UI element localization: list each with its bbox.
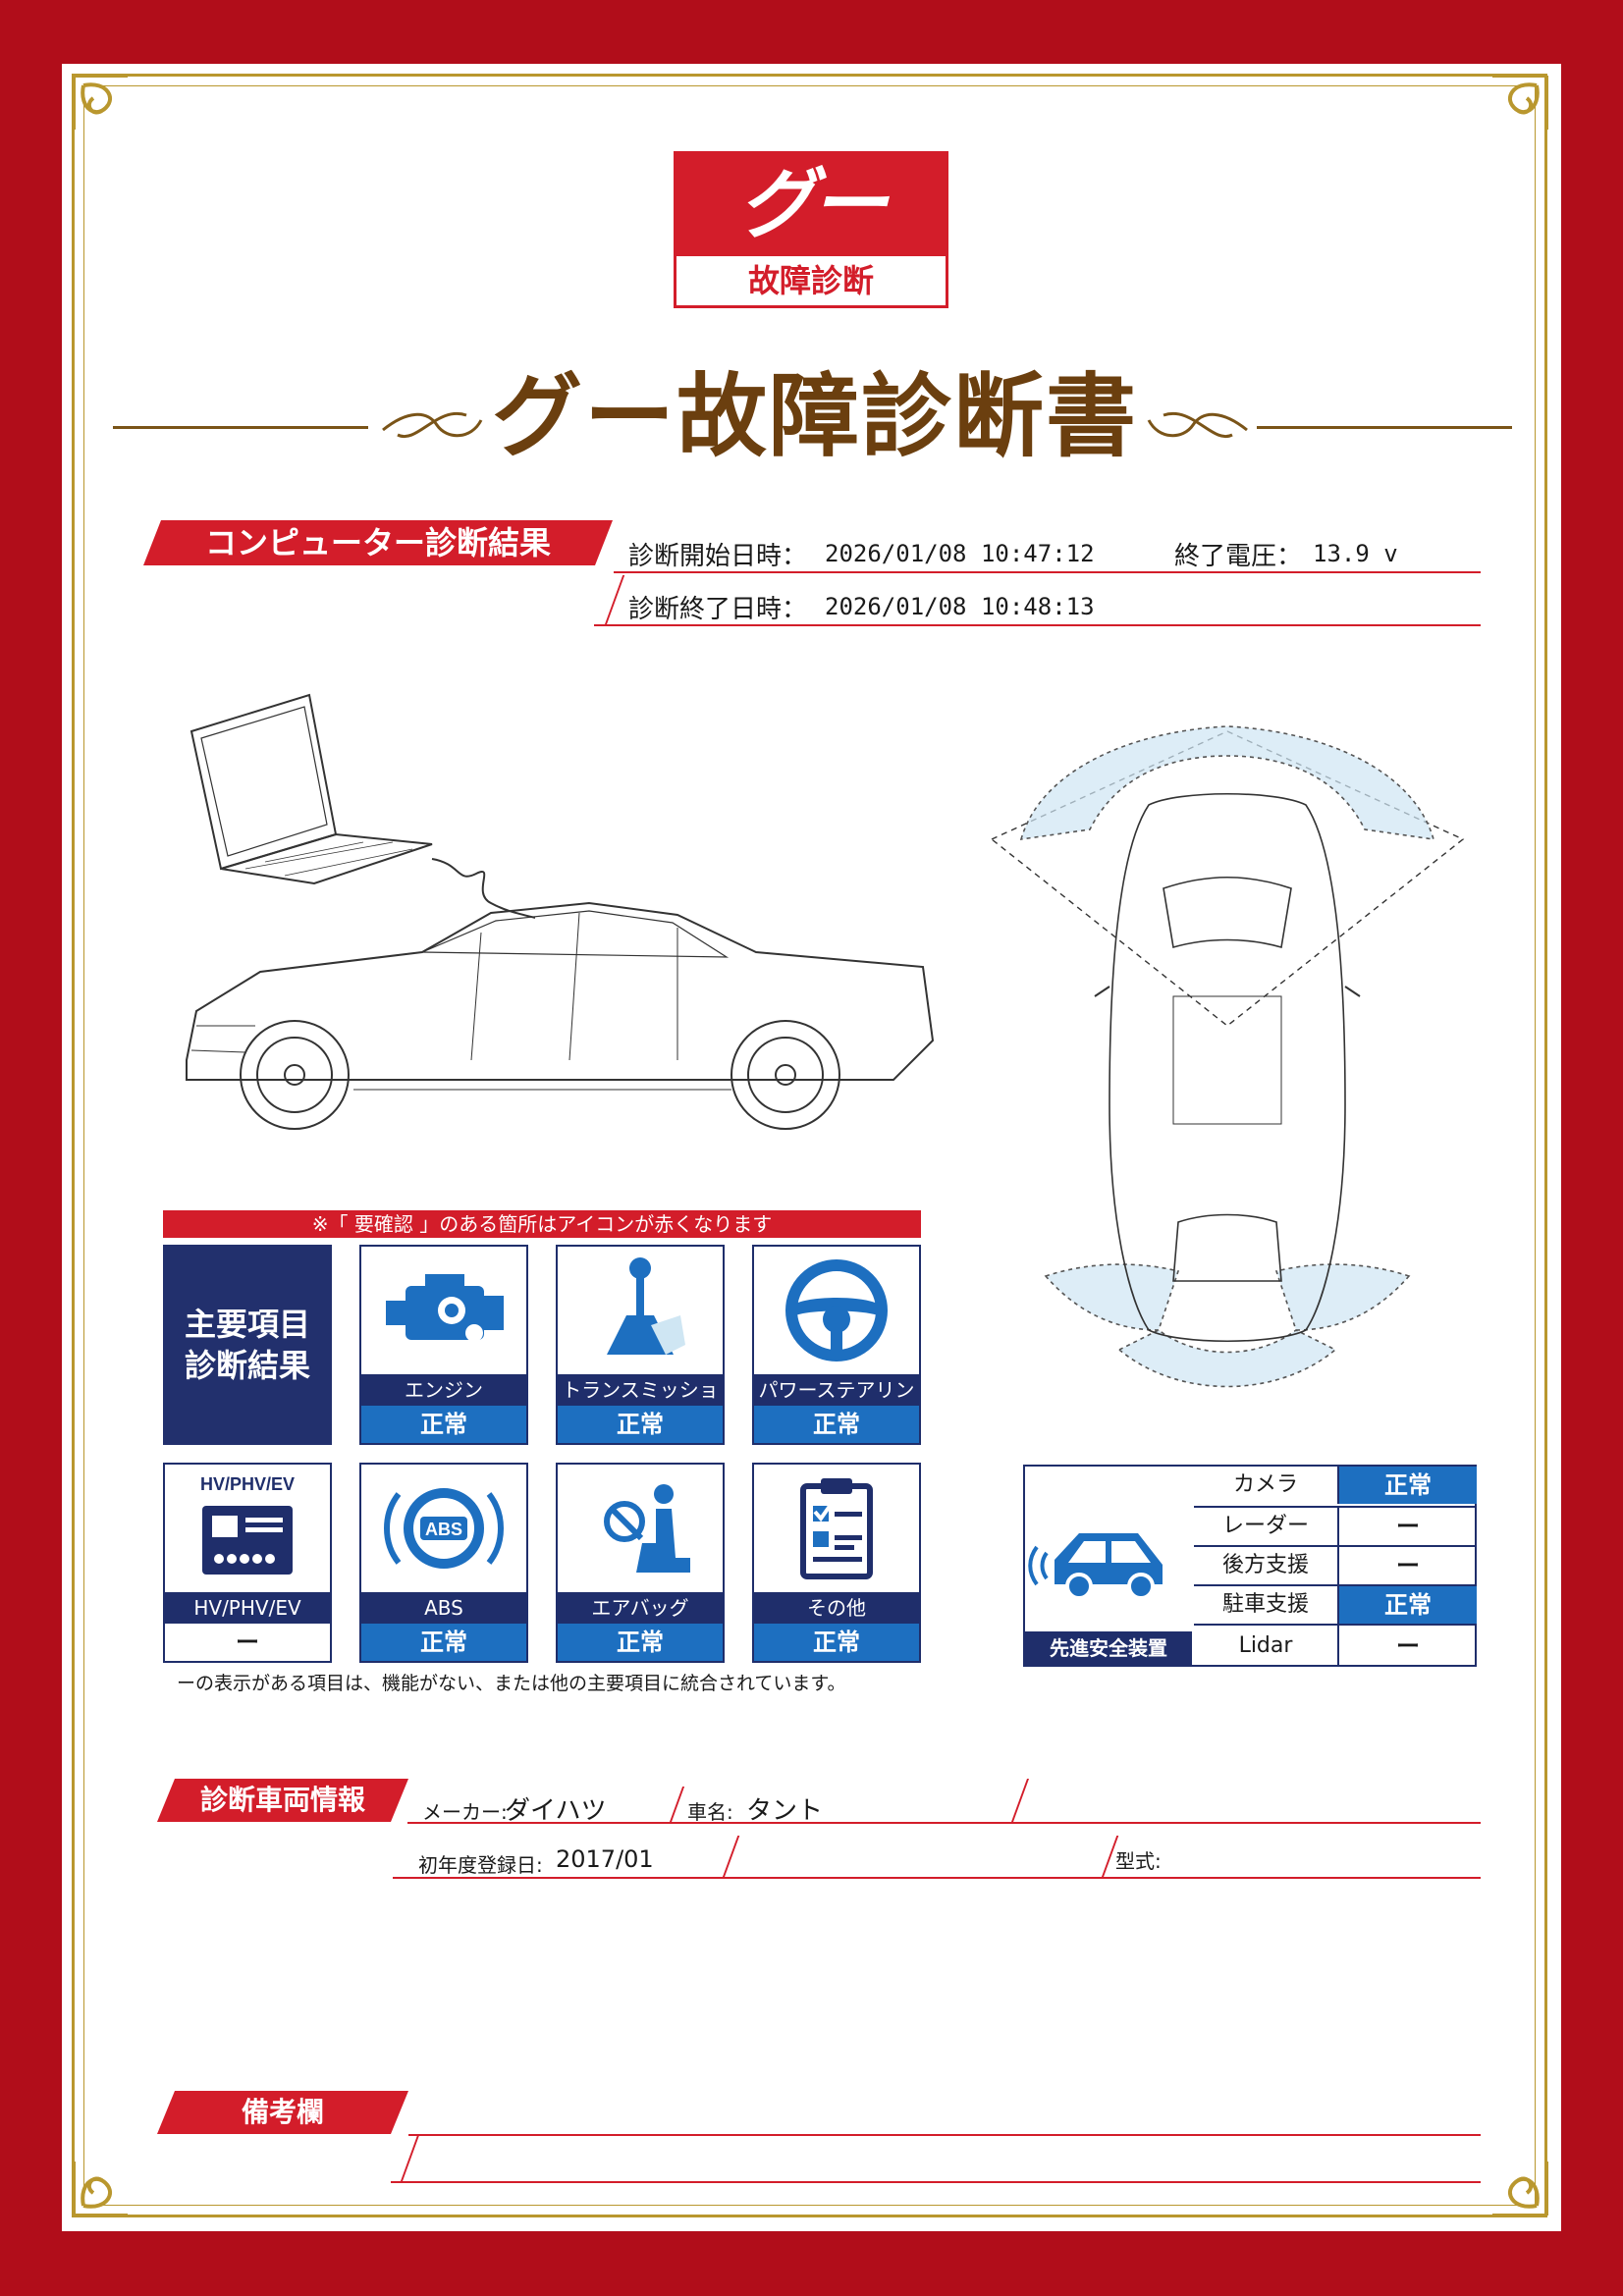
adas-row-value: ー	[1396, 1513, 1420, 1540]
gold-border-inner	[83, 85, 1536, 2206]
corner-ornament-icon	[72, 74, 128, 130]
adas-row-key: 後方支援	[1194, 1547, 1339, 1584]
goo-logo: グー 故障診断	[674, 151, 948, 308]
logo-subtitle: 故障診断	[747, 262, 874, 299]
adas-row: 後方支援 ー	[1194, 1545, 1477, 1584]
registration-value: 2017/01	[556, 1845, 654, 1873]
abs-icon-text: ABS	[425, 1520, 462, 1539]
item-airbag: エアバッグ 正常	[556, 1463, 725, 1663]
item-status: 正常	[754, 1624, 919, 1661]
item-status: ー	[165, 1624, 330, 1661]
item-status: 正常	[558, 1624, 723, 1661]
clipboard-icon	[800, 1478, 873, 1579]
corner-ornament-icon	[1492, 74, 1548, 130]
item-name: エアバッグ	[558, 1592, 723, 1624]
item-power-steering: パワーステアリング 正常	[752, 1245, 921, 1445]
gearshift-icon	[607, 1257, 685, 1355]
item-name: エンジン	[361, 1374, 526, 1406]
main-items-label: 主要項目 診断結果	[163, 1245, 332, 1445]
steering-wheel-icon	[785, 1259, 888, 1362]
car-sensor-icon	[1028, 1533, 1163, 1600]
adas-row-key: Lidar	[1194, 1626, 1339, 1667]
adas-row-value: 正常	[1339, 1467, 1477, 1504]
engine-icon	[386, 1274, 504, 1342]
gold-border-outer	[72, 74, 1547, 2217]
adas-label: 先進安全装置	[1025, 1631, 1192, 1665]
adas-row-key: カメラ	[1194, 1467, 1339, 1504]
abs-icon: ABS	[384, 1488, 504, 1569]
hv-battery-icon: HV/PHV/EV	[200, 1474, 295, 1575]
footnote: ーの表示がある項目は、機能がない、または他の主要項目に統合されています。	[177, 1673, 846, 1694]
adas-row: カメラ正常	[1194, 1467, 1477, 1506]
adas-row-value: ー	[1396, 1552, 1420, 1579]
logo-mark: グー	[676, 154, 946, 256]
red-underline	[393, 1877, 1481, 1879]
section-tab-vehicle-info: 診断車両情報	[157, 1779, 408, 1822]
start-time-label: 診断開始日時：	[628, 542, 808, 571]
adas-row: Lidar ー	[1194, 1624, 1477, 1667]
title-rule-left	[113, 426, 368, 429]
maker-value: ダイハツ	[505, 1796, 607, 1826]
main-items-label-text: 主要項目 診断結果	[184, 1306, 310, 1384]
car-side-illustration-icon	[186, 693, 935, 1130]
voltage-value: 13.9 v	[1313, 540, 1398, 567]
section-tab-remarks: 備考欄	[157, 2091, 408, 2134]
flourish-icon	[382, 411, 483, 439]
item-name: トランスミッション	[558, 1374, 723, 1433]
item-name: HV/PHV/EV	[165, 1592, 330, 1624]
flourish-icon	[1147, 411, 1248, 439]
notice-bar: ※「 要確認 」のある箇所はアイコンが赤くなります	[163, 1210, 921, 1238]
certificate-paper	[62, 64, 1561, 2231]
item-status: 正常	[558, 1406, 723, 1443]
airbag-icon	[604, 1484, 690, 1573]
item-name: その他	[754, 1592, 919, 1624]
item-status: 正常	[754, 1406, 919, 1443]
item-abs: ABS ABS 正常	[359, 1463, 528, 1663]
item-hv-phv-ev: HV/PHV/EV HV/PHV/EV ー	[163, 1463, 332, 1663]
item-other: その他 正常	[752, 1463, 921, 1663]
car-top-view-sensor-illustration-icon	[990, 725, 1465, 1388]
adas-row-value: 正常	[1339, 1586, 1477, 1624]
adas-row-key: レーダー	[1194, 1508, 1339, 1545]
registration-label: 初年度登録日:	[418, 1853, 543, 1877]
red-underline	[594, 624, 1481, 626]
item-name: パワーステアリング	[754, 1374, 919, 1433]
corner-ornament-icon	[72, 2162, 128, 2217]
start-time-value: 2026/01/08 10:47:12	[825, 540, 1095, 567]
red-underline	[391, 2181, 1481, 2183]
voltage-label: 終了電圧：	[1174, 542, 1303, 571]
red-underline	[407, 1822, 1481, 1824]
item-name: ABS	[361, 1592, 526, 1624]
adas-row-key: 駐車支援	[1194, 1586, 1339, 1624]
item-status: 正常	[361, 1406, 526, 1443]
title-rule-right	[1257, 426, 1512, 429]
hv-icon-text: HV/PHV/EV	[200, 1474, 295, 1494]
item-status: 正常	[361, 1624, 526, 1661]
item-engine: エンジン 正常	[359, 1245, 528, 1445]
red-underline	[408, 2134, 1481, 2136]
red-underline	[614, 571, 1481, 573]
corner-ornament-icon	[1492, 2162, 1548, 2217]
item-transmission: トランスミッション 正常	[556, 1245, 725, 1445]
maker-label: メーカー:	[422, 1800, 508, 1824]
car-name-label: 車名:	[687, 1800, 733, 1824]
end-time-label: 診断終了日時：	[628, 595, 808, 624]
end-time-value: 2026/01/08 10:48:13	[825, 593, 1095, 620]
adas-row-value: ー	[1396, 1632, 1420, 1660]
adas-row: レーダー ー	[1194, 1506, 1477, 1545]
car-name-value: タント	[746, 1796, 824, 1826]
section-tab-computer-diagnosis: コンピューター診断結果	[143, 520, 613, 565]
model-label: 型式:	[1115, 1849, 1162, 1873]
page-title: グー故障診断書	[491, 364, 1138, 469]
adas-row: 駐車支援正常	[1194, 1584, 1477, 1624]
